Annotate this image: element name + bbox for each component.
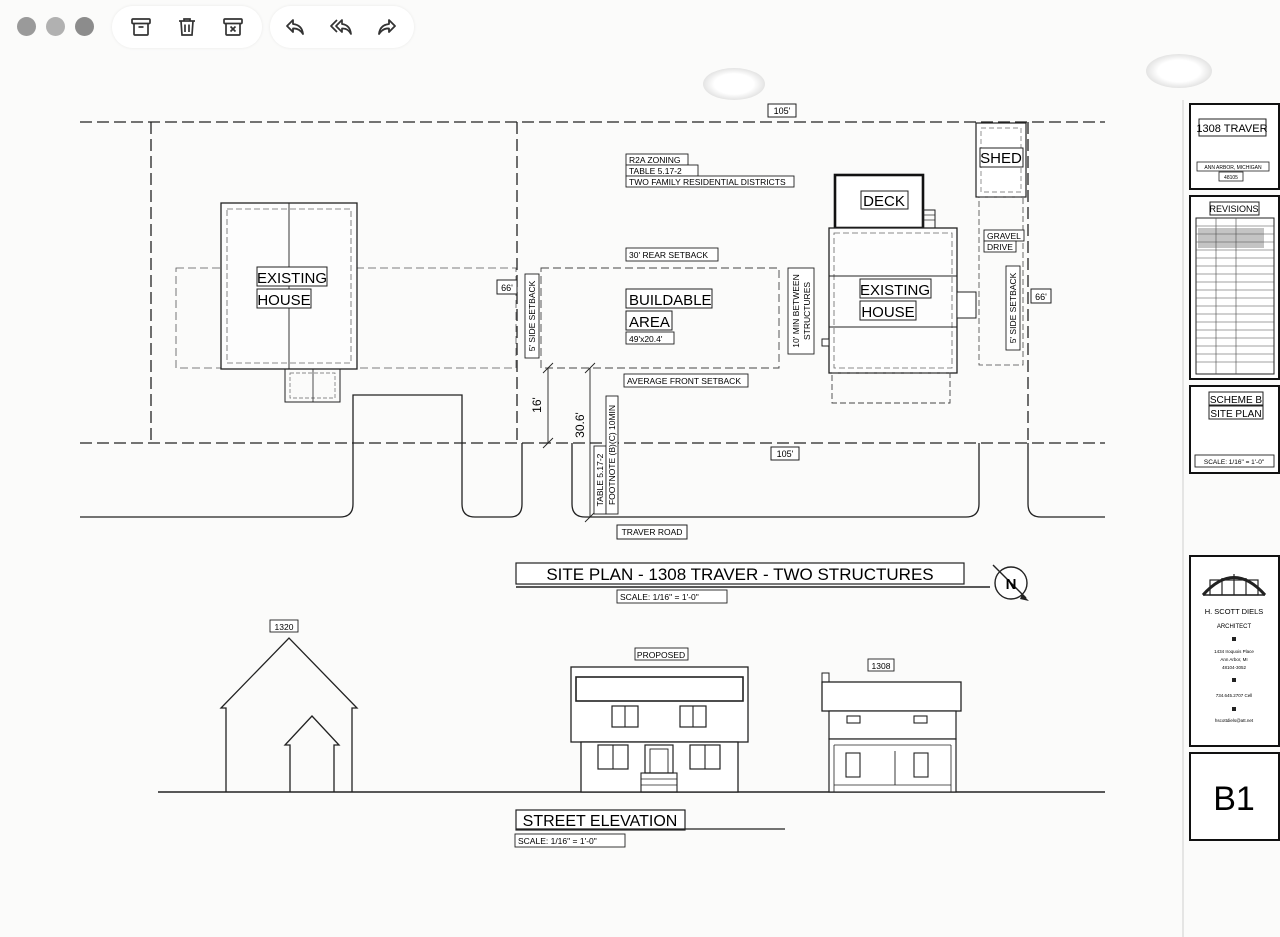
elevation-1320: 1320	[219, 619, 359, 792]
zoning-line3: TWO FAMILY RESIDENTIAL DISTRICTS	[629, 177, 786, 187]
reply-button[interactable]	[280, 12, 310, 42]
title-block: 1308 TRAVER ANN ARBOR, MICHIGAN 48105 RE…	[1182, 100, 1280, 937]
trash-icon	[179, 18, 195, 36]
side-setback-right-text: 5' SIDE SETBACK	[1008, 272, 1018, 343]
titleblock-scale: SCALE: 1/16" = 1'-0"	[1204, 459, 1265, 466]
architect-address3: 48104-3052	[1222, 665, 1247, 670]
existing-house-right-line2: HOUSE	[861, 304, 914, 321]
label-proposed-text: PROPOSED	[637, 650, 685, 660]
window-toolbar	[0, 0, 420, 56]
dim-left: 66'	[496, 279, 518, 295]
project-zip: 48105	[1224, 175, 1238, 181]
dim-top-text: 105'	[774, 106, 791, 116]
architect-address2: Ann Arbor, MI	[1220, 657, 1247, 662]
front-setback-dims: 16' 30.6' TABLE 5.17-2 FOOTNOTE (B)(C) 1…	[530, 362, 619, 523]
street-elevation-scale-text: SCALE: 1/16" = 1'-0"	[518, 836, 597, 846]
scheme-line2: SITE PLAN	[1210, 409, 1261, 420]
architect-name: H. SCOTT DIELS	[1205, 607, 1264, 616]
gravel-drive: GRAVEL DRIVE 5' SIDE SETBACK 66'	[978, 196, 1052, 366]
site-plan-scale-text: SCALE: 1/16" = 1'-0"	[620, 592, 699, 602]
buildable-dims-text: 49'x20.4'	[629, 334, 663, 344]
road-label-text: TRAVER ROAD	[622, 527, 683, 537]
dim-top: 105'	[767, 103, 797, 118]
architect-address1: 1434 Iroquois Place	[1214, 649, 1254, 654]
shed: SHED	[975, 122, 1027, 198]
label-1308-text: 1308	[872, 661, 891, 671]
north-text: N	[1006, 576, 1017, 593]
revisions-title: REVISIONS	[1209, 204, 1258, 214]
photo-glare	[703, 68, 765, 100]
dim-right-text: 66'	[1035, 292, 1047, 302]
existing-house-left-line1: EXISTING	[257, 270, 327, 287]
street-elevation-title: STREET ELEVATION SCALE: 1/16" = 1'-0"	[514, 809, 785, 848]
road-label: TRAVER ROAD	[616, 524, 688, 540]
sheet-number: B1	[1213, 780, 1255, 818]
north-arrow-icon: N	[992, 564, 1029, 601]
zoning-note: R2A ZONING TABLE 5.17-2 TWO FAMILY RESID…	[625, 153, 795, 188]
road-curbs	[80, 394, 1105, 518]
dim-306-text: 30.6'	[573, 412, 587, 438]
architect-email: hscottdiels@att.net	[1215, 718, 1254, 723]
architect-title: ARCHITECT	[1217, 624, 1252, 630]
window-maximize-button[interactable]	[75, 17, 94, 36]
dim-left-text: 66'	[501, 283, 513, 293]
shed-text: SHED	[980, 150, 1022, 167]
window-minimize-button[interactable]	[46, 17, 65, 36]
footnote-line1: TABLE 5.17-2	[595, 453, 605, 506]
message-actions-group	[112, 6, 262, 48]
dim-bottom: 105'	[770, 446, 800, 461]
site-plan-title-text: SITE PLAN - 1308 TRAVER - TWO STRUCTURES	[546, 565, 933, 584]
zoning-line1: R2A ZONING	[629, 155, 680, 165]
window-close-button[interactable]	[17, 17, 36, 36]
junk-button[interactable]	[218, 12, 248, 42]
reply-icon	[286, 19, 304, 35]
buildable-area: 30' REAR SETBACK 5' SIDE SETBACK BUILDAB…	[524, 247, 815, 388]
archive-button[interactable]	[126, 12, 156, 42]
gravel-line2: DRIVE	[987, 242, 1013, 252]
rear-setback-text: 30' REAR SETBACK	[629, 250, 708, 260]
reply-actions-group	[270, 6, 414, 48]
buildable-line1: BUILDABLE	[629, 292, 712, 309]
elevation-1308: 1308	[821, 658, 962, 793]
dim-16-text: 16'	[530, 397, 544, 413]
elevation-proposed: PROPOSED	[570, 647, 749, 793]
gravel-line1: GRAVEL	[987, 231, 1021, 241]
scheme-line1: SCHEME B	[1210, 395, 1263, 406]
forward-icon	[378, 19, 396, 35]
archive-icon	[131, 18, 151, 36]
project-city: ANN ARBOR, MICHIGAN	[1204, 165, 1262, 171]
existing-house-left: EXISTING HOUSE	[175, 202, 517, 403]
dim-bottom-text: 105'	[777, 449, 794, 459]
min-between-line2: STRUCTURES	[802, 282, 812, 340]
junk-icon	[223, 18, 243, 36]
forward-button[interactable]	[372, 12, 402, 42]
label-1320-text: 1320	[275, 622, 294, 632]
footnote-line2: FOOTNOTE (B)(C) 10MIN	[607, 405, 617, 505]
average-front-text: AVERAGE FRONT SETBACK	[627, 376, 741, 386]
street-elevation-title-text: STREET ELEVATION	[523, 813, 678, 830]
reply-all-button[interactable]	[326, 12, 356, 42]
min-between-line1: 10' MIN BETWEEN	[791, 274, 801, 347]
zoning-line2: TABLE 5.17-2	[629, 166, 682, 176]
side-setback-left-text: 5' SIDE SETBACK	[527, 280, 537, 351]
buildable-line2: AREA	[629, 314, 670, 331]
reply-all-icon	[330, 19, 352, 35]
existing-house-right-line1: EXISTING	[860, 282, 930, 299]
architect-phone: 734.645.2707 Cell	[1216, 693, 1253, 698]
site-plan-title: SITE PLAN - 1308 TRAVER - TWO STRUCTURES…	[515, 562, 990, 604]
existing-house-left-line2: HOUSE	[257, 292, 310, 309]
architect-logo-icon	[1201, 574, 1267, 596]
existing-house-right: DECK EXISTING HOUSE	[821, 173, 977, 404]
deck-text: DECK	[863, 193, 905, 210]
delete-button[interactable]	[172, 12, 202, 42]
project-name: 1308 TRAVER	[1196, 123, 1267, 135]
photo-glare	[1146, 54, 1212, 88]
